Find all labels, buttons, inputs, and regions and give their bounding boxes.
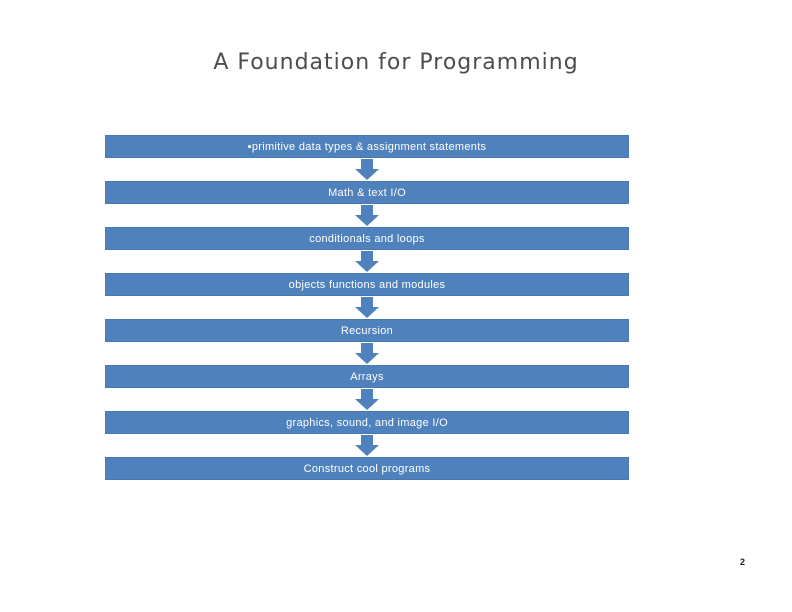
down-arrow-icon [361, 251, 373, 261]
flow-step-label: Construct cool programs [303, 462, 431, 475]
flow-diagram: ▪primitive data types & assignment state… [105, 135, 629, 480]
down-arrow-head-icon [355, 399, 379, 410]
flow-step-box: conditionals and loops [105, 227, 629, 250]
down-arrow-icon [361, 389, 373, 399]
down-arrow [105, 250, 629, 273]
flow-step-label: graphics, sound, and image I/O [286, 416, 448, 429]
flow-step-label: ▪primitive data types & assignment state… [247, 140, 487, 153]
slide-page-number: 2 [740, 557, 746, 567]
down-arrow-icon [361, 205, 373, 215]
down-arrow [105, 158, 629, 181]
flow-step-box: Construct cool programs [105, 457, 629, 480]
slide-title: A Foundation for Programming [213, 50, 579, 75]
down-arrow-head-icon [355, 307, 379, 318]
flow-step-label: conditionals and loops [309, 232, 425, 245]
down-arrow-head-icon [355, 215, 379, 226]
down-arrow [105, 204, 629, 227]
flow-step-label: objects functions and modules [288, 278, 446, 291]
down-arrow-head-icon [355, 261, 379, 272]
down-arrow [105, 296, 629, 319]
flow-step-box: ▪primitive data types & assignment state… [105, 135, 629, 158]
down-arrow-icon [361, 343, 373, 353]
flow-step-box: objects functions and modules [105, 273, 629, 296]
flow-step-box: Recursion [105, 319, 629, 342]
flow-step-box: graphics, sound, and image I/O [105, 411, 629, 434]
down-arrow-head-icon [355, 353, 379, 364]
flow-step-label: Math & text I/O [328, 186, 406, 199]
down-arrow-icon [361, 159, 373, 169]
flow-step-box: Math & text I/O [105, 181, 629, 204]
flow-step-label: Arrays [350, 370, 384, 383]
down-arrow-icon [361, 435, 373, 445]
flow-step-box: Arrays [105, 365, 629, 388]
down-arrow [105, 342, 629, 365]
down-arrow [105, 434, 629, 457]
flow-step-label: Recursion [340, 324, 394, 337]
down-arrow-head-icon [355, 169, 379, 180]
down-arrow-icon [361, 297, 373, 307]
down-arrow-head-icon [355, 445, 379, 456]
down-arrow [105, 388, 629, 411]
